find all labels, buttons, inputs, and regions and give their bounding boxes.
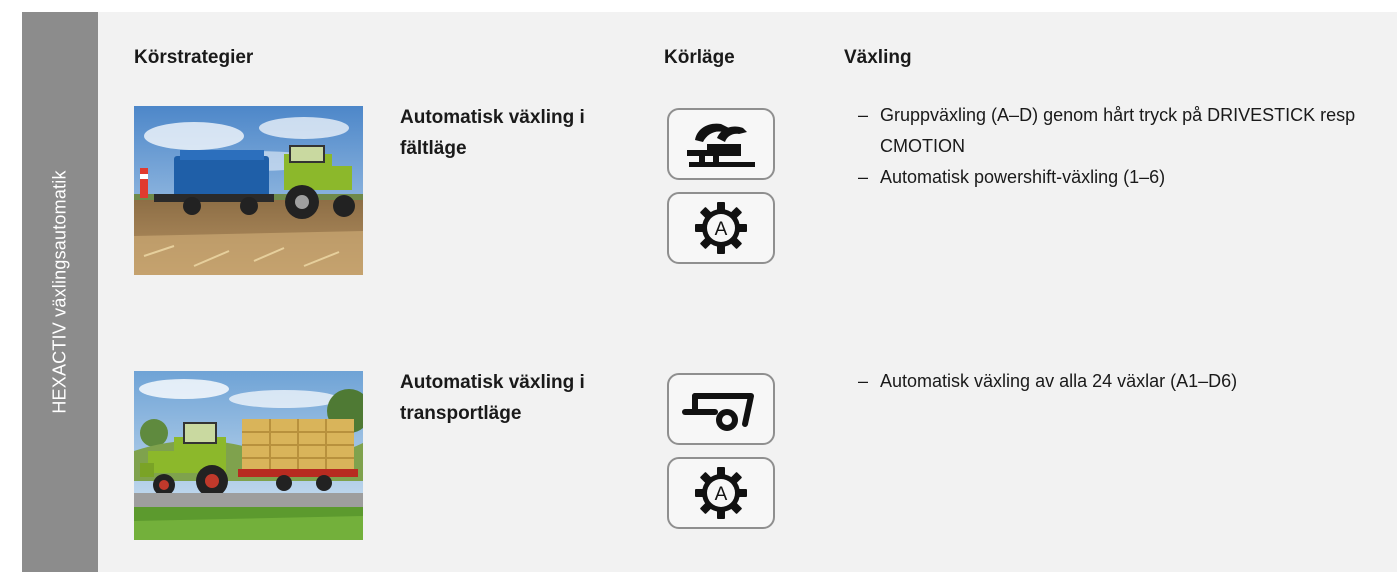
header-strategies: Körstrategier [134,47,254,68]
automatic-gear-icon: A [667,192,775,264]
side-label: HEXACTIV växlingsautomatik [49,170,70,414]
side-band: HEXACTIV växlingsautomatik [22,12,98,572]
bullet-list-transport: Automatisk växling av alla 24 växlar (A1… [858,366,1378,397]
strategy-title-transport: Automatisk växling i transportläge [400,372,585,424]
list-item: Automatisk växling av alla 24 växlar (A1… [858,366,1378,397]
gear-letter: A [715,484,728,505]
bullet-list-field: Gruppväxling (A–D) genom hårt tryck på D… [858,100,1378,193]
automatic-gear-icon: A [667,457,775,529]
field-tractor-seeder-photo [134,106,363,275]
strategy-title-field: Automatisk växling i fältläge [400,107,585,159]
header-shifting: Växling [844,47,912,68]
field-mode-icon [667,108,775,180]
header-mode: Körläge [664,47,735,68]
gear-letter: A [715,219,728,240]
list-item: Gruppväxling (A–D) genom hårt tryck på D… [858,100,1378,162]
transport-tractor-trailer-photo [134,371,363,540]
list-item: Automatisk powershift-växling (1–6) [858,162,1378,193]
transport-mode-icon [667,373,775,445]
